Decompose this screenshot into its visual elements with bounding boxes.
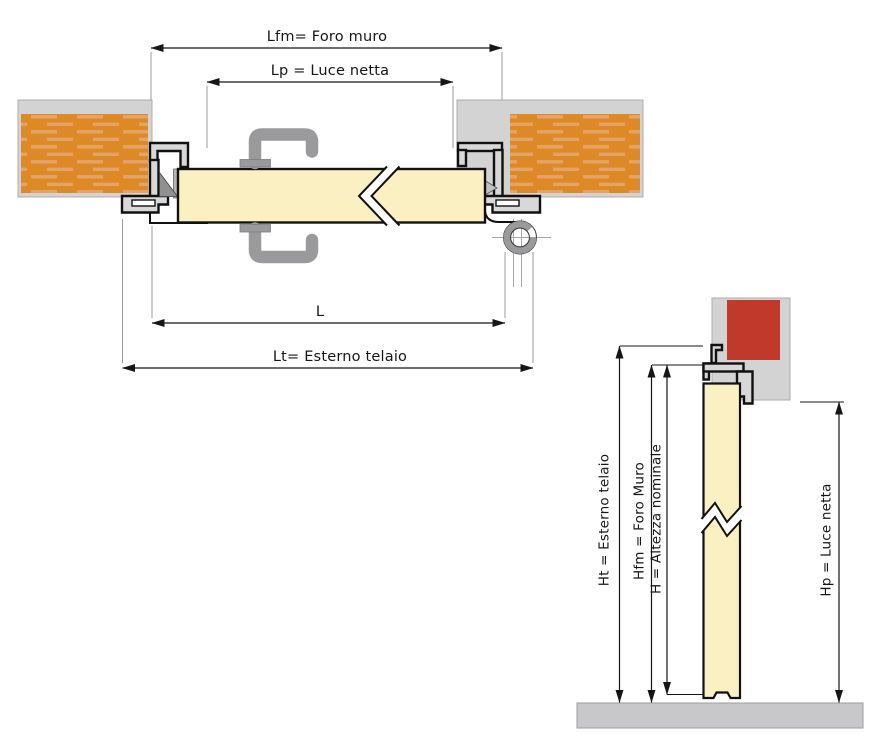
wall-left bbox=[17, 99, 153, 198]
reference-ticks bbox=[620, 345, 844, 695]
frame-jamb-left bbox=[120, 141, 208, 224]
dimension-h: H = Altezza nominale bbox=[649, 364, 671, 695]
dimension-lt: Lt= Esterno telaio bbox=[122, 349, 534, 372]
break-symbol-section bbox=[700, 501, 743, 538]
dimension-label-hp: Hp = Luce netta bbox=[819, 483, 835, 596]
plan-section: Lfm= Foro muro Lp = Luce netta L Lt= Est… bbox=[17, 29, 644, 372]
door-leaf-section bbox=[700, 382, 743, 700]
door-handle-top bbox=[239, 128, 319, 170]
floor-slab bbox=[576, 702, 864, 729]
handle-rose-top bbox=[239, 159, 271, 168]
dimension-hfm: Hfm = Foro Muro bbox=[632, 364, 656, 703]
dimension-hp: Hp = Luce netta bbox=[819, 401, 843, 703]
wall-header-brick bbox=[727, 300, 780, 360]
door-leaf-plan bbox=[176, 128, 487, 264]
wall-left-brick-hatch bbox=[21, 114, 148, 193]
vertical-section: Ht = Esterno telaio Hfm = Foro Muro H = … bbox=[576, 297, 864, 729]
frame-head-profile bbox=[702, 343, 754, 405]
break-symbol-plan bbox=[357, 165, 401, 227]
wall-right-brick-hatch bbox=[510, 114, 640, 193]
frame-right-slot bbox=[495, 199, 520, 207]
dimension-label-ht: Ht = Esterno telaio bbox=[597, 454, 613, 586]
dimension-lfm: Lfm= Foro muro bbox=[150, 29, 503, 52]
wall-right bbox=[456, 99, 644, 198]
door-handle-bottom bbox=[239, 222, 319, 264]
dimension-label-hfm: Hfm = Foro Muro bbox=[632, 462, 648, 580]
dimension-label-lp: Lp = Luce netta bbox=[271, 63, 390, 79]
dimension-label-l: L bbox=[316, 304, 324, 320]
dimension-l: L bbox=[151, 304, 506, 327]
frame-left-slot bbox=[131, 199, 156, 207]
dimension-ht: Ht = Esterno telaio bbox=[597, 345, 624, 703]
dimension-label-lt: Lt= Esterno telaio bbox=[273, 349, 407, 365]
dimension-label-h: H = Altezza nominale bbox=[649, 444, 665, 594]
hinge-knuckle bbox=[503, 220, 537, 255]
extension-lines-plan bbox=[122, 52, 534, 363]
seal-wedge-left bbox=[159, 171, 179, 197]
handle-rose-bottom bbox=[239, 224, 271, 233]
dimension-label-lfm: Lfm= Foro muro bbox=[267, 29, 388, 45]
dimension-lp: Lp = Luce netta bbox=[206, 63, 454, 86]
